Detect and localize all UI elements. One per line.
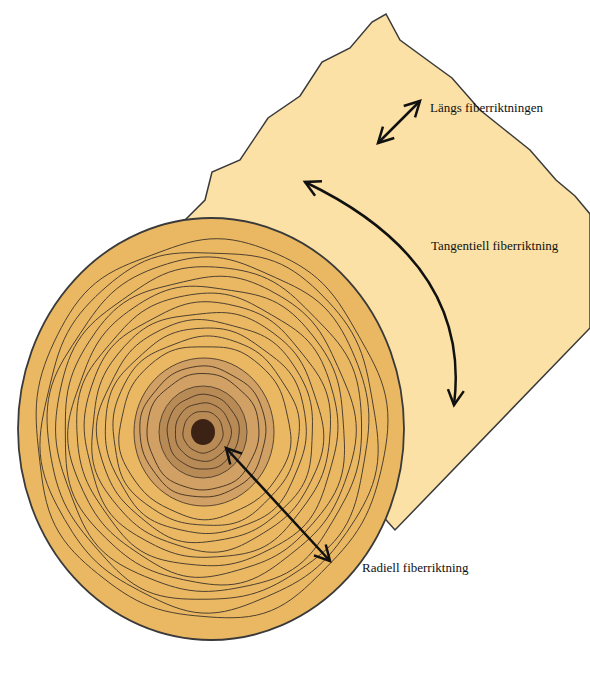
growth-ring <box>96 320 312 543</box>
growth-ring <box>147 374 259 490</box>
longitudinal-arrow <box>378 101 420 143</box>
tangential-arrow <box>305 182 456 405</box>
tangential-label: Tangentiell fiberriktning <box>431 238 558 254</box>
growth-ring <box>56 267 362 592</box>
growth-ring <box>167 394 239 469</box>
growth-ring <box>65 276 356 585</box>
inner-rings <box>140 366 266 497</box>
log-end-face <box>18 218 404 640</box>
pith <box>191 419 215 445</box>
inner-heartwood <box>159 386 247 478</box>
growth-ring <box>84 302 330 558</box>
growth-ring <box>183 412 223 454</box>
radial-arrow <box>226 448 330 561</box>
growth-ring <box>140 366 266 497</box>
growth-ring <box>175 403 231 462</box>
growth-ring <box>47 257 369 599</box>
radial-label: Radiell fiberriktning <box>362 560 469 576</box>
heartwood <box>134 358 274 506</box>
growth-ring <box>77 293 338 566</box>
growth-ring <box>119 347 291 520</box>
growth-rings <box>36 239 388 618</box>
growth-ring <box>68 286 345 577</box>
growth-ring <box>40 253 378 614</box>
longitudinal-label: Längs fiberriktningen <box>430 100 543 116</box>
growth-ring <box>36 239 388 618</box>
